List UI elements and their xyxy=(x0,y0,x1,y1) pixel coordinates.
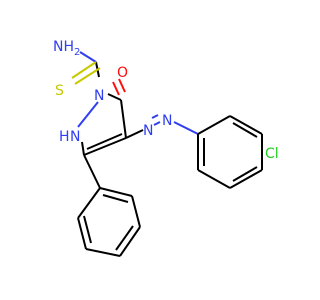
bond-ar2-inner xyxy=(232,122,258,138)
bond-ar1 xyxy=(197,115,231,135)
pyrazole-ring-bonds xyxy=(77,78,127,156)
bond-c-s-2 xyxy=(74,67,101,85)
bond-n-n-2 xyxy=(151,114,159,119)
bond-n-aryl xyxy=(173,121,199,135)
bond-c-o-1 xyxy=(112,81,120,96)
bond-n1-n2 xyxy=(77,101,99,128)
atom-s: S xyxy=(55,83,64,99)
bond-ph1 xyxy=(77,187,101,219)
atom-n-azo-a: N xyxy=(143,123,153,139)
bond-c-o-2 xyxy=(118,78,126,93)
bond-ar4-inner xyxy=(232,166,258,182)
bond-n-n-1 xyxy=(153,121,161,126)
atom-nh-h: H xyxy=(59,129,70,145)
atom-nh2-sub: 2 xyxy=(74,47,80,58)
atom-nh2-main: NH xyxy=(53,39,74,55)
phenyl-ring-bonds xyxy=(77,154,141,257)
bond-ph4-inner xyxy=(115,225,134,251)
bond-ph2 xyxy=(77,217,87,250)
atom-nh-n: N xyxy=(70,129,80,145)
atom-n-azo-b: N xyxy=(162,113,172,129)
bond-ph4 xyxy=(119,226,141,257)
azo-bonds xyxy=(125,114,199,139)
bond-ph2-inner xyxy=(83,215,92,244)
bond-c5-n1 xyxy=(107,93,122,101)
molecule-structure: NH2 S N O H N N N Cl xyxy=(53,39,279,257)
atom-cl: Cl xyxy=(265,146,279,162)
bond-ar4 xyxy=(229,169,263,189)
bond-ph5 xyxy=(131,195,141,228)
bond-c3-ph xyxy=(83,154,101,189)
bond-ph6 xyxy=(99,187,133,197)
thioamide-bonds xyxy=(71,51,101,85)
atom-n1: N xyxy=(94,88,104,104)
bond-ar2 xyxy=(229,115,263,135)
bond-c4-n-azo xyxy=(125,129,144,139)
bond-c3-c4-1 xyxy=(83,137,127,156)
bond-c3-c4-2 xyxy=(86,133,123,150)
bond-ar5 xyxy=(197,169,231,189)
atom-o: O xyxy=(117,65,128,81)
atom-nh2: NH2 xyxy=(53,39,80,58)
bond-n2-c3 xyxy=(81,141,85,156)
chlorophenyl-ring-bonds xyxy=(197,115,263,189)
bond-c4-c5 xyxy=(120,99,127,139)
bond-c-nh2 xyxy=(79,51,97,63)
atom-labels: NH2 S N O H N N N Cl xyxy=(53,39,279,162)
bond-ph3 xyxy=(85,248,121,257)
bond-ph6-inner xyxy=(102,194,129,203)
bond-c-s-1 xyxy=(71,61,97,79)
